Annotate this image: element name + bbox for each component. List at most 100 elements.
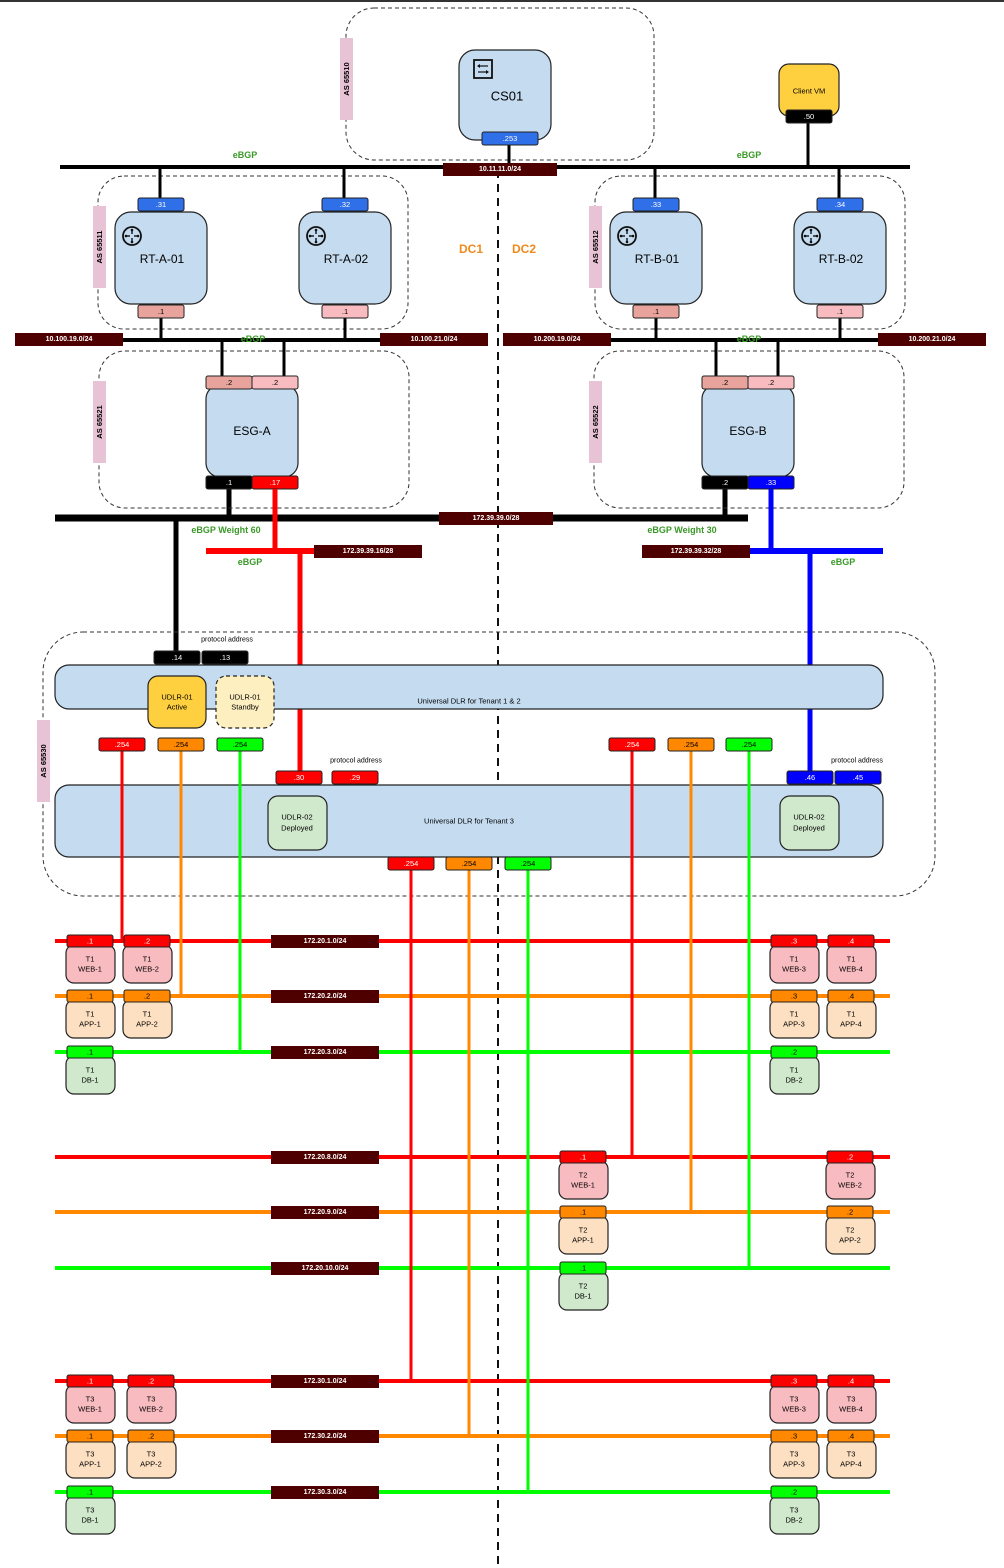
- vm-tenant: T3: [790, 1506, 799, 1515]
- udlr01-standby-node[interactable]: [215, 675, 275, 729]
- vm-name: DB-1: [574, 1292, 591, 1301]
- router-icon: [122, 226, 142, 246]
- udlr-t3-lif-db[interactable]: [504, 856, 552, 871]
- udlr02-blue-protocol-port[interactable]: [834, 770, 882, 785]
- cs01-port[interactable]: [481, 131, 539, 146]
- vm-name: WEB-4: [839, 1405, 863, 1414]
- udlr01-active-name: UDLR-01: [161, 693, 192, 702]
- vm-name: APP-1: [79, 1020, 101, 1029]
- udlr02-dc2-node[interactable]: [779, 795, 840, 851]
- router-uplink-port[interactable]: [137, 197, 185, 212]
- vm-name: WEB-3: [782, 1405, 806, 1414]
- vm-ip-port[interactable]: [66, 1429, 114, 1443]
- udlr-t3-lif-web[interactable]: [387, 856, 435, 871]
- vm-ip-port[interactable]: [66, 989, 114, 1003]
- udlr02-dc1-node[interactable]: [267, 795, 328, 851]
- red-transit-subnet-label: [314, 545, 422, 558]
- vm-ip-port-label: .2: [847, 1153, 853, 1162]
- vm-ip-port[interactable]: [127, 1374, 175, 1388]
- vm-ip-port[interactable]: [770, 934, 818, 948]
- dc2-subnet-left-text: 10.200.19.0/24: [534, 336, 581, 343]
- vm-tenant: T3: [847, 1450, 856, 1459]
- vm-ip-port[interactable]: [123, 934, 171, 948]
- router-downlink-port[interactable]: [137, 304, 185, 319]
- udlr02-red-protocol-port[interactable]: [331, 770, 379, 785]
- vm-ip-port[interactable]: [770, 1045, 818, 1059]
- router-icon-dot: [631, 234, 635, 238]
- esg-a-name: ESG-A: [233, 424, 270, 438]
- vm-ip-port[interactable]: [826, 1150, 874, 1164]
- vm-ip-port[interactable]: [770, 1374, 818, 1388]
- vm-name: APP-1: [79, 1460, 101, 1469]
- router-icon-dot: [308, 234, 312, 238]
- vm-name: WEB-2: [139, 1405, 163, 1414]
- udlr-t12-lif-web[interactable]: [98, 737, 146, 752]
- udlr-t2-lif-app-label: .254: [684, 740, 699, 749]
- dc1-router-ebgp: eBGP: [241, 334, 266, 344]
- vm-ip-port[interactable]: [827, 1429, 875, 1443]
- esg-a-uplink-port-2[interactable]: [251, 375, 299, 390]
- dc1-subnet-left-text: 10.100.19.0/24: [46, 336, 93, 343]
- router-icon-dot: [809, 240, 813, 244]
- router-uplink-port[interactable]: [632, 197, 680, 212]
- vm-ip-port[interactable]: [770, 989, 818, 1003]
- udlr02-dc2-name: UDLR-02: [793, 813, 824, 822]
- vm-name: APP-4: [840, 1020, 862, 1029]
- vm-ip-port[interactable]: [559, 1205, 607, 1219]
- router-downlink-port[interactable]: [321, 304, 369, 319]
- router-uplink-port[interactable]: [321, 197, 369, 212]
- esg-a-uplink-port-1-label: .2: [226, 378, 232, 387]
- vm-ip-port[interactable]: [123, 989, 171, 1003]
- vm-ip-port[interactable]: [66, 1045, 114, 1059]
- udlr-t12-lif-db[interactable]: [216, 737, 264, 752]
- udlr-t2-lif-db[interactable]: [725, 737, 773, 752]
- udlr01-active-node[interactable]: [147, 675, 207, 729]
- client-vm-port-label: .50: [804, 112, 814, 121]
- vm-ip-port[interactable]: [559, 1261, 607, 1275]
- vm-ip-port[interactable]: [827, 1374, 875, 1388]
- vm-ip-port[interactable]: [770, 1429, 818, 1443]
- vm-ip-port[interactable]: [66, 934, 114, 948]
- udlr01-uplink-port[interactable]: [153, 650, 201, 665]
- dc1-subnet-left: [15, 333, 123, 346]
- router-downlink-port[interactable]: [816, 304, 864, 319]
- vm-ip-port[interactable]: [827, 934, 875, 948]
- esg-a-uplink-port-2-label: .2: [272, 378, 278, 387]
- dc2-subnet-left: [503, 333, 611, 346]
- vm-ip-port-label: .4: [848, 937, 854, 946]
- udlr02-red-uplink-port[interactable]: [275, 770, 323, 785]
- segment-subnet-label: [271, 990, 379, 1003]
- udlr01-protocol-port[interactable]: [201, 650, 249, 665]
- switch-icon-head: [486, 70, 489, 74]
- switch-icon: [473, 59, 493, 79]
- esg-b-uplink-port-2[interactable]: [747, 375, 795, 390]
- vm-ip-port-label: .2: [791, 1048, 797, 1057]
- udlr-t2-lif-web[interactable]: [608, 737, 656, 752]
- dc2-subnet-right: [878, 333, 986, 346]
- vm-ip-port[interactable]: [559, 1150, 607, 1164]
- client-vm-port[interactable]: [785, 109, 833, 124]
- esg-a-as-label-text: AS 65521: [95, 405, 104, 438]
- vm-tenant: T3: [790, 1395, 799, 1404]
- vm-ip-port-label: .1: [87, 1377, 93, 1386]
- red-transit-subnet-label-text: 172.39.39.16/28: [343, 548, 394, 555]
- vm-ip-port-label: .1: [87, 937, 93, 946]
- udlr02-blue-uplink-port[interactable]: [786, 770, 834, 785]
- vm-ip-port[interactable]: [66, 1485, 114, 1499]
- udlr-t2-lif-app[interactable]: [667, 737, 715, 752]
- router-icon-dot: [625, 240, 629, 244]
- udlr-t2-lif-db-label: .254: [742, 740, 757, 749]
- udlr01-active-state: Active: [167, 703, 187, 712]
- vm-tenant: T1: [86, 1010, 95, 1019]
- router-uplink-port[interactable]: [816, 197, 864, 212]
- vm-ip-port[interactable]: [827, 989, 875, 1003]
- udlr-t12-lif-app[interactable]: [157, 737, 205, 752]
- vm-tenant: T3: [790, 1450, 799, 1459]
- vm-ip-port[interactable]: [127, 1429, 175, 1443]
- vm-ip-port[interactable]: [66, 1374, 114, 1388]
- vm-ip-port[interactable]: [770, 1485, 818, 1499]
- vm-tenant: T2: [579, 1171, 588, 1180]
- vm-ip-port[interactable]: [826, 1205, 874, 1219]
- router-downlink-port[interactable]: [632, 304, 680, 319]
- udlr-t3-lif-app[interactable]: [445, 856, 493, 871]
